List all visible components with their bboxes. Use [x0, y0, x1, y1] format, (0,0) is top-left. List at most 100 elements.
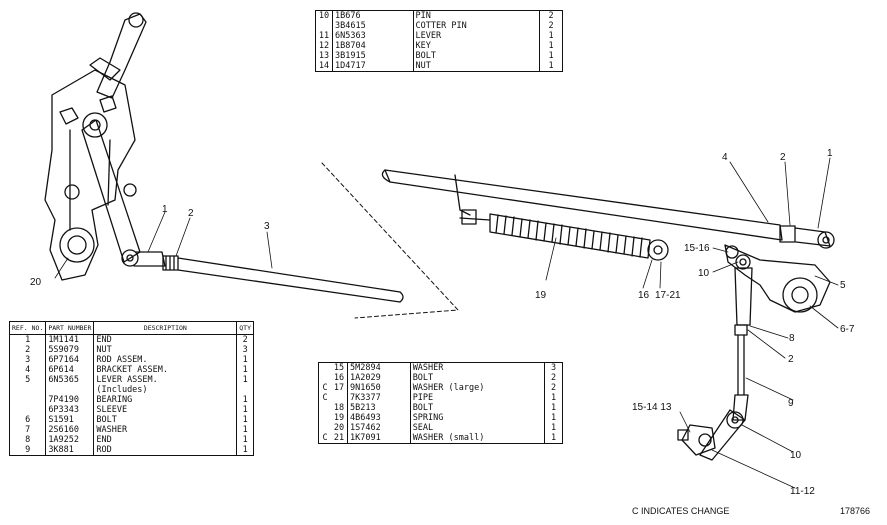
cell-desc: SPRING — [410, 413, 546, 423]
cell-mark — [319, 413, 332, 423]
cell-part: 1B8704 — [332, 41, 414, 51]
cell-qty: 2 — [551, 373, 557, 383]
table-header-row: REF. NO. PART NUMBER DESCRIPTION QTY — [9, 321, 254, 335]
table-row: (Includes) — [9, 385, 254, 395]
callout-2-top: 2 — [780, 152, 786, 163]
callout-9: 9 — [788, 398, 794, 409]
cell-desc: END — [93, 334, 238, 345]
cell-ref: 2 — [9, 345, 47, 355]
cell-part: 2S6160 — [45, 425, 95, 435]
cell-mark: C — [322, 383, 328, 393]
cell-desc: SLEEVE — [93, 405, 238, 415]
cell-ref: 1 — [9, 334, 47, 345]
callout-16: 16 — [638, 290, 650, 301]
cell-desc: LEVER ASSEM. — [93, 375, 238, 385]
cell-desc: WASHER — [410, 362, 546, 373]
callout-10-lower: 10 — [790, 450, 802, 461]
callout-6-7: 6-7 — [840, 324, 855, 335]
cell-desc: WASHER (small) — [410, 433, 546, 444]
cell-part: 9N1650 — [347, 383, 411, 393]
cell-ref: 21 — [331, 433, 348, 444]
cell-part: 6P614 — [45, 365, 95, 375]
cell-part: 3K881 — [45, 445, 95, 456]
cell-ref: 16 — [331, 373, 348, 383]
cell-qty: 1 — [242, 375, 248, 385]
cell-ref: 8 — [9, 435, 47, 445]
callout-19: 19 — [535, 290, 547, 301]
cell-part: 5B213 — [347, 403, 411, 413]
cell-ref: 20 — [331, 423, 348, 433]
cell-part: 1A9252 — [45, 435, 95, 445]
cell-desc: NUT — [93, 345, 238, 355]
cell-part: 1D4717 — [332, 61, 414, 72]
cell-qty: 1 — [551, 433, 557, 443]
cell-part: 6N5365 — [45, 375, 95, 385]
cell-desc: (Includes) — [93, 385, 238, 395]
cell-qty: 3 — [551, 363, 557, 373]
cell-desc: KEY — [413, 41, 541, 51]
cell-desc: END — [93, 435, 238, 445]
cell-part: 3B4615 — [332, 21, 414, 31]
cell-ref: 6 — [9, 415, 47, 425]
cell-part: 6P7164 — [45, 355, 95, 365]
cell-mark: C — [322, 393, 328, 403]
spring — [459, 209, 669, 261]
cell-qty: 1 — [551, 423, 557, 433]
cell-desc: BOLT — [410, 403, 546, 413]
callout-5: 5 — [840, 280, 846, 291]
callout-4: 4 — [722, 152, 728, 163]
cell-qty: 1 — [242, 405, 248, 415]
cell-part: 1A2029 — [347, 373, 411, 383]
cell-part: 5S9079 — [45, 345, 95, 355]
cell-ref: 5 — [9, 375, 47, 385]
cell-desc: ROD — [93, 445, 238, 456]
drawing-number: 178766 — [840, 506, 871, 516]
callout-10-upper: 10 — [698, 268, 710, 279]
callout-15-16: 15-16 — [684, 243, 710, 254]
cell-part: 1K7091 — [347, 433, 411, 444]
cell-ref: 15 — [331, 362, 348, 373]
cell-qty: 1 — [242, 435, 248, 445]
callout-labels: 20 1 2 3 4 2 1 15-16 10 5 6-7 8 2 9 19 1… — [30, 148, 855, 497]
callout-1-left: 1 — [162, 204, 168, 215]
cell-ref — [315, 21, 333, 31]
cell-qty: 1 — [242, 395, 248, 405]
cell-desc: PIPE — [410, 393, 546, 403]
leader-lines — [54, 157, 839, 489]
header-description: DESCRIPTION — [93, 321, 238, 335]
cell-desc: BRACKET ASSEM. — [93, 365, 238, 375]
cell-mark — [319, 423, 332, 433]
cell-ref: 18 — [331, 403, 348, 413]
cell-ref — [9, 385, 47, 395]
cell-qty: 2 — [551, 383, 557, 393]
cell-desc: SEAL — [410, 423, 546, 433]
cell-ref: 14 — [315, 61, 333, 72]
cell-part: 7P4190 — [45, 395, 95, 405]
cell-ref: 7 — [9, 425, 47, 435]
cell-part: 3B1915 — [332, 51, 414, 61]
cell-mark — [319, 363, 332, 374]
cell-part: 6P3343 — [45, 405, 95, 415]
cell-qty: 2 — [242, 335, 248, 345]
callout-1-right: 1 — [827, 148, 833, 159]
cell-part: 4B6493 — [347, 413, 411, 423]
cell-qty: 1 — [548, 51, 554, 61]
cell-ref: 4 — [9, 365, 47, 375]
cell-desc: BOLT — [410, 373, 546, 383]
cell-part: 6N5363 — [332, 31, 414, 41]
